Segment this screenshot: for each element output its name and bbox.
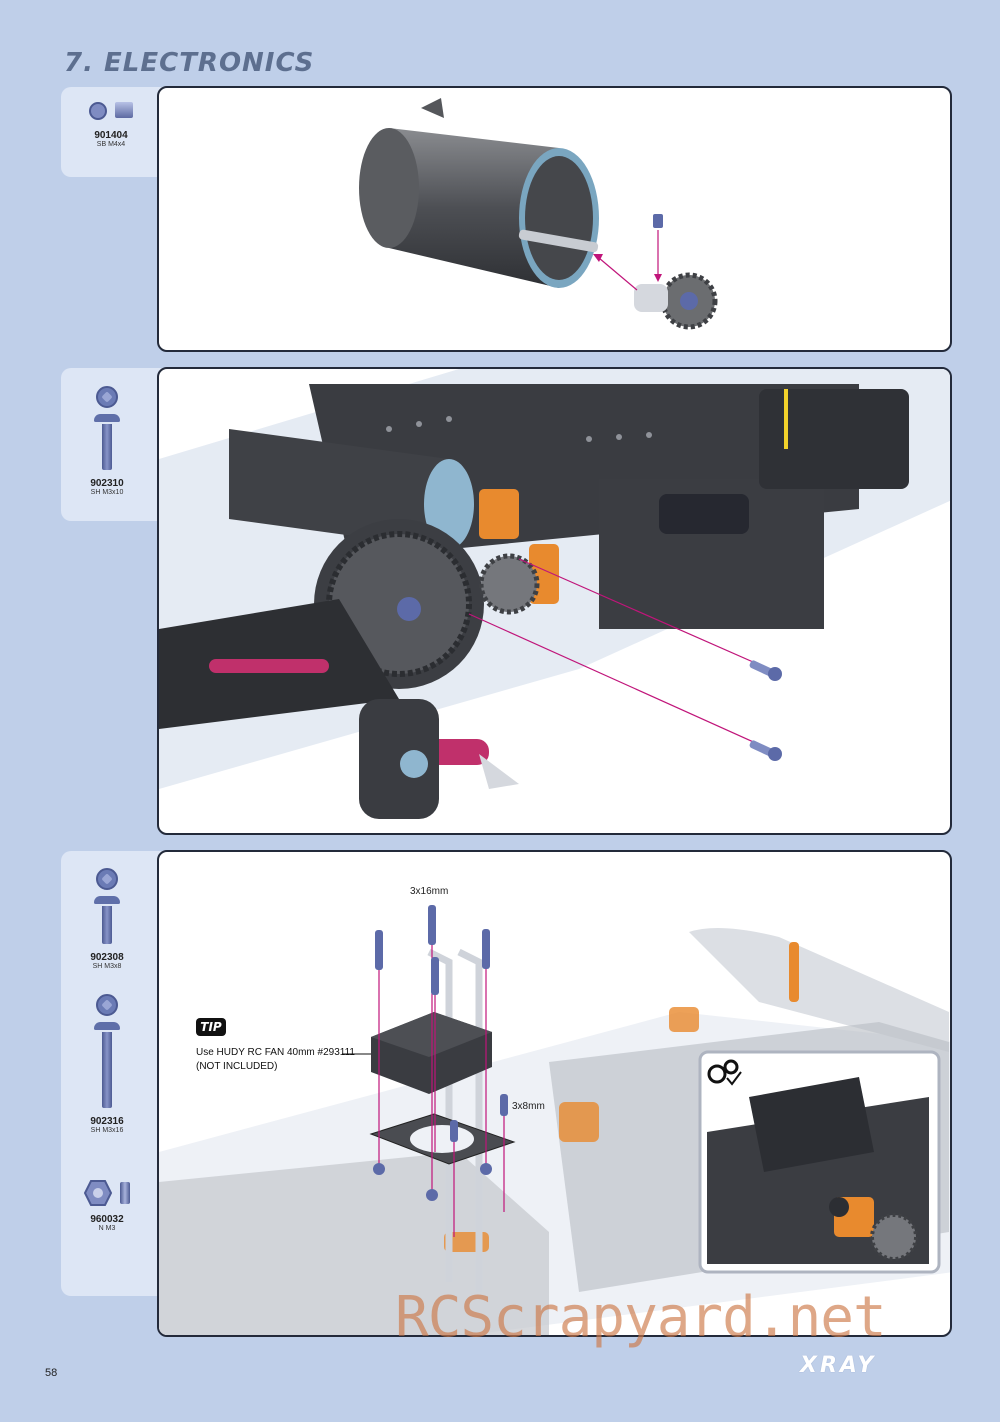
motor-illustration bbox=[359, 98, 599, 288]
hex-socket-screw-head-icon bbox=[96, 994, 118, 1016]
part-name: SH M3x8 bbox=[92, 963, 122, 970]
screw-head-side-icon bbox=[94, 896, 120, 904]
tip-text: Use HUDY RC FAN 40mm #293111 (NOT INCLUD… bbox=[196, 1047, 355, 1072]
part-902316: 902316 SH M3x16 bbox=[62, 994, 152, 1135]
part-name: SH M3x16 bbox=[90, 1127, 124, 1134]
part-name: SH M3x10 bbox=[90, 489, 124, 496]
screw-head-side-icon bbox=[94, 1022, 120, 1030]
watermark: RCScrapyard.net bbox=[395, 1285, 887, 1350]
page-number: 58 bbox=[45, 1367, 58, 1379]
part-code: 902310 bbox=[90, 478, 124, 489]
pinion-gear bbox=[634, 272, 718, 330]
part-name: SB M4x4 bbox=[96, 141, 126, 148]
motor-installation-diagram bbox=[159, 369, 950, 819]
screw-m3x10-lower bbox=[749, 740, 782, 761]
inspect-check-icon bbox=[707, 1059, 742, 1086]
part-901404: 901404 SB M4x4 bbox=[66, 102, 156, 149]
part-code: 901404 bbox=[94, 130, 128, 141]
part-902308: 902308 SH M3x8 bbox=[62, 868, 152, 971]
part-code: 902308 bbox=[90, 952, 124, 963]
part-902310: 902310 SH M3x10 bbox=[62, 386, 152, 497]
hex-socket-screw-head-icon bbox=[96, 868, 118, 890]
label-3x16mm: 3x16mm bbox=[410, 886, 449, 897]
step3-parts-tab bbox=[61, 851, 171, 1296]
screw-shaft-icon bbox=[102, 424, 112, 470]
set-screw bbox=[653, 214, 663, 228]
step2-panel bbox=[157, 367, 952, 835]
part-code: 960032 bbox=[90, 1214, 124, 1225]
screw-head-side-icon bbox=[94, 414, 120, 422]
step3-panel bbox=[157, 850, 952, 1337]
nut-icon bbox=[62, 1180, 152, 1206]
screw-m3x10-upper bbox=[749, 660, 782, 681]
tip-badge: TIP bbox=[196, 1018, 226, 1036]
label-3x8mm: 3x8mm bbox=[512, 1101, 545, 1112]
screw-shaft-icon bbox=[102, 906, 112, 944]
screw-shaft-icon bbox=[102, 1032, 112, 1108]
brand-logo: XRAY bbox=[800, 1353, 877, 1378]
fan-mount-diagram bbox=[159, 905, 950, 1335]
step1-panel bbox=[157, 86, 952, 352]
part-960032: 960032 N M3 bbox=[62, 1180, 152, 1233]
hex-socket-screw-head-icon bbox=[96, 386, 118, 408]
motor-pinion-diagram bbox=[359, 98, 718, 330]
set-screw-icon bbox=[66, 102, 156, 120]
section-title: 7. ELECTRONICS bbox=[64, 48, 315, 78]
detail-inset bbox=[698, 1050, 941, 1274]
part-name: N M3 bbox=[98, 1225, 116, 1232]
part-code: 902316 bbox=[90, 1116, 124, 1127]
